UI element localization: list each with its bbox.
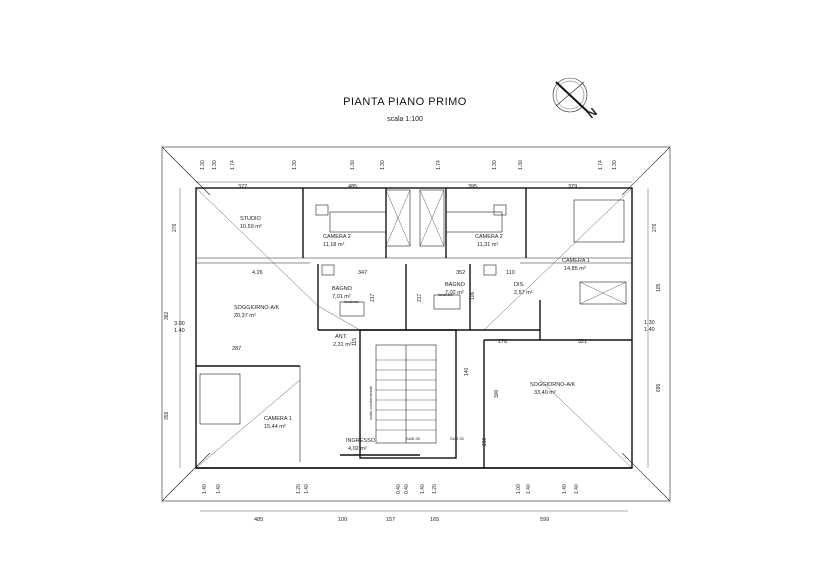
dim-left-small-2: 1.40 <box>174 328 185 334</box>
dim-top-small-3: 1.74 <box>230 160 236 170</box>
plan-scale: scala 1:100 <box>387 116 423 123</box>
sub-right-label: SUB 25 <box>450 436 465 441</box>
room-bagno-right-area: 7,02 m² <box>445 290 464 296</box>
dim-bottom-small-1: 1.40 <box>202 484 208 494</box>
sub-left-label: SUB 26 <box>406 436 421 441</box>
room-bagno-right-name: BAGNO <box>445 282 466 288</box>
room-camera2-left-area: 11,18 m² <box>323 242 344 248</box>
walls <box>195 187 633 469</box>
dim-inner-v-4: 106 <box>470 291 476 300</box>
dim-top-1: 372 <box>238 184 247 190</box>
dim-inner-v-1: 217 <box>370 293 376 302</box>
dim-top-small-6: 1.30 <box>380 160 386 170</box>
roof-diagonals <box>195 187 633 469</box>
dim-inner-v-3: 115 <box>352 338 358 346</box>
dim-bottom-small-5: 0.40 <box>396 484 402 494</box>
north-label: N <box>584 105 600 121</box>
dim-inner-3: 352 <box>456 270 465 276</box>
dim-right-2: 105 <box>656 283 662 292</box>
dim-left-2: 382 <box>164 311 170 320</box>
room-camera1-left-name: CAMERA 1 <box>264 416 292 422</box>
room-dis-name: DIS. <box>514 282 525 288</box>
dim-bottom-small-4: 1.40 <box>304 484 310 494</box>
room-soggiorno-left-name: SOGGIORNO-A/K <box>234 305 280 311</box>
north-arrow-icon: N <box>552 77 600 121</box>
dim-right-3: 695 <box>656 383 662 392</box>
dim-inner-v-2: 217 <box>417 293 423 302</box>
dim-top-small-11: 1.30 <box>612 160 618 170</box>
dim-bottom-small-8: 1.20 <box>432 484 438 494</box>
room-camera1-right-name: CAMERA 1 <box>562 258 590 264</box>
room-studio-area: 10,59 m² <box>240 224 262 230</box>
dim-inner-v-5: 300 <box>494 389 500 398</box>
stair-treads: scala condominiale <box>368 344 437 444</box>
room-soggiorno-right-area: 33,40 m² <box>534 390 556 396</box>
dim-mid-2: 278 <box>498 339 507 345</box>
dim-bottom-small-9: 1.00 <box>516 484 522 494</box>
dim-top-2: 485 <box>348 184 357 190</box>
room-camera2-right-name: CAMERA 2 <box>475 234 503 240</box>
room-ant-area: 2,31 m² <box>333 342 352 348</box>
dim-bottom-2: 100 <box>338 517 347 523</box>
roof-outline <box>161 146 671 502</box>
dim-inner-4: 110 <box>506 270 515 276</box>
dim-top-4: 379 <box>568 184 577 190</box>
dim-bottom-small-2: 1.40 <box>216 484 222 494</box>
room-camera1-right-area: 14,85 m² <box>564 266 586 272</box>
dim-top-small-1: 1.30 <box>200 160 206 170</box>
stair-label: scala condominiale <box>368 385 373 420</box>
dim-top-3: 395 <box>468 184 477 190</box>
dim-top-small-4: 1.30 <box>292 160 298 170</box>
room-ingresso-area: 4,02 m² <box>348 446 367 452</box>
room-dis-area: 2,57 m² <box>514 290 533 296</box>
room-ant-name: ANT. <box>335 334 347 340</box>
fixture-lavatrice-right: lavatrice <box>438 292 454 297</box>
dim-bottom-small-12: 1.40 <box>574 484 580 494</box>
dim-left-3: 359 <box>164 411 170 420</box>
dim-bottom-small-10: 1.40 <box>526 484 532 494</box>
room-camera2-left-name: CAMERA 2 <box>323 234 351 240</box>
dim-right-1: 276 <box>652 223 658 232</box>
dim-bottom-small-6: 0.40 <box>404 484 410 494</box>
dim-inner-v-7: 210 <box>482 437 488 446</box>
dim-left-1: 276 <box>172 223 178 232</box>
dim-right-small-2: 1.40 <box>644 327 655 333</box>
dim-left-small-1: 3.00 <box>174 321 185 327</box>
plan-title: PIANTA PIANO PRIMO <box>343 96 467 108</box>
dim-top-small-10: 1.74 <box>598 160 604 170</box>
dim-bottom-small-11: 1.40 <box>562 484 568 494</box>
dim-bottom-1: 485 <box>254 517 263 523</box>
dim-bottom-small-3: 1.20 <box>296 484 302 494</box>
dim-top-small-2: 1.30 <box>212 160 218 170</box>
room-studio-name: STUDIO <box>240 216 262 222</box>
dim-right-small-1: 1.30 <box>644 320 655 326</box>
room-camera2-right-area: 11,31 m² <box>477 242 498 248</box>
room-soggiorno-left-area: 20,37 m² <box>234 313 256 319</box>
dim-bottom-small-7: 1.40 <box>420 484 426 494</box>
fixtures: lavatrice lavatrice <box>199 189 627 425</box>
dim-inner-v-6: 140 <box>464 367 470 376</box>
dim-mid-1: 287 <box>232 346 241 352</box>
room-ingresso-name: INGRESSO <box>346 438 376 444</box>
dim-top-small-7: 1.74 <box>436 160 442 170</box>
dim-inner-2: 347 <box>358 270 367 276</box>
dim-top-small-5: 1.30 <box>350 160 356 170</box>
room-labels: STUDIO 10,59 m² CAMERA 2 11,18 m² CAMERA… <box>234 216 590 452</box>
room-soggiorno-right-name: SOGGIORNO-A/K <box>530 382 576 388</box>
room-bagno-left-name: BAGNO <box>332 286 353 292</box>
dim-bottom-4: 165 <box>430 517 439 523</box>
dimension-lines <box>179 181 649 512</box>
dim-bottom-5: 599 <box>540 517 549 523</box>
dim-mid-3: 321 <box>578 339 587 345</box>
room-camera1-left-area: 15,44 m² <box>264 424 286 430</box>
room-bagno-left-area: 7,01 m² <box>332 294 351 300</box>
dim-bottom-3: 157 <box>386 517 395 523</box>
fixture-lavatrice-left: lavatrice <box>344 299 360 304</box>
dim-top-small-9: 1.30 <box>518 160 524 170</box>
dim-inner-1: 4.26 <box>252 270 263 276</box>
dim-top-small-8: 1.30 <box>492 160 498 170</box>
